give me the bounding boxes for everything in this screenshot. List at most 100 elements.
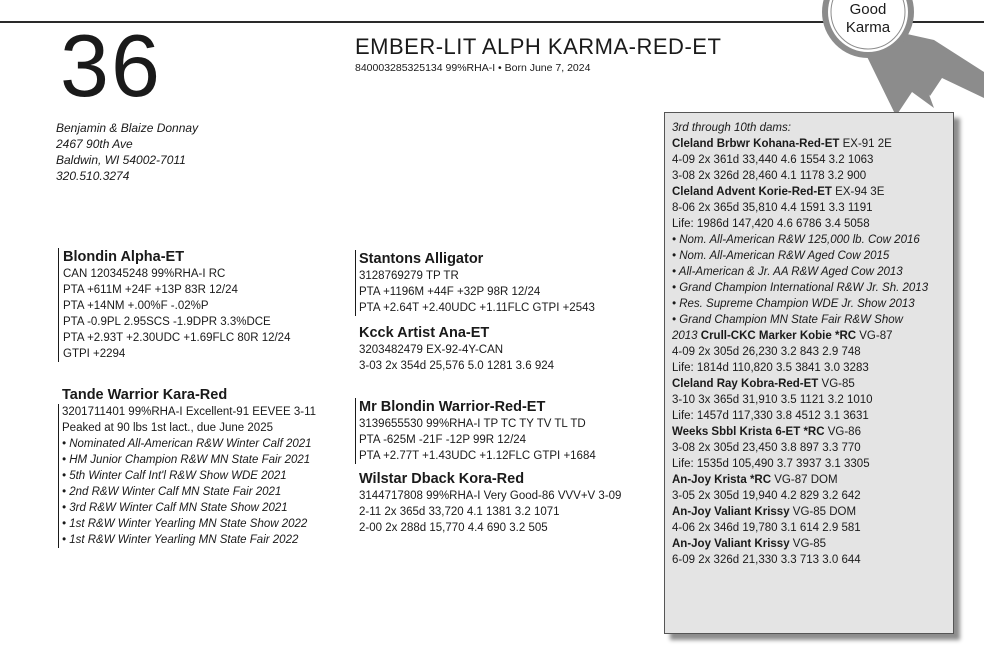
- honor-text: • Nom. All-American R&W Aged Cow 2015: [672, 250, 890, 262]
- dams-box-line: 3-08 2x 326d 28,460 4.1 1178 3.2 900: [672, 168, 953, 184]
- dams-box-line: • Grand Champion International R&W Jr. S…: [672, 280, 953, 296]
- record-text: 3-08 2x 305d 23,450 3.8 897 3.3 770: [672, 442, 861, 454]
- ancestor-name: An-Joy Valiant Krissy: [672, 538, 790, 550]
- owner-address-1: 2467 90th Ave: [56, 137, 133, 151]
- sire-line: PTA +2.93T +2.30UDC +1.69FLC 80R 12/24: [63, 332, 291, 344]
- record-text: 3-08 2x 326d 28,460 4.1 1178 3.2 900: [672, 170, 867, 182]
- award-ribbon: Good Karma: [784, 0, 984, 120]
- dams-box-line: Cleland Brbwr Kohana-Red-ET EX-91 2E: [672, 136, 953, 152]
- dams-box-heading: 3rd through 10th dams:: [672, 122, 791, 134]
- dams-box-lines: Cleland Brbwr Kohana-Red-ET EX-91 2E 4-09…: [672, 136, 953, 568]
- dams-box-line: 3-08 2x 305d 23,450 3.8 897 3.3 770: [672, 440, 953, 456]
- dam-line: Peaked at 90 lbs 1st lact., due June 202…: [62, 422, 273, 434]
- cow-name: EMBER-LIT ALPH KARMA-RED-ET: [355, 34, 722, 59]
- sire-line: CAN 120345248 99%RHA-I RC: [63, 268, 226, 280]
- dam-dam-block: Wilstar Dback Kora-Red 3144717808 99%RHA…: [355, 470, 621, 536]
- dams-box-line: 6-09 2x 326d 21,330 3.3 713 3.0 644: [672, 552, 953, 568]
- dams-box: 3rd through 10th dams: Cleland Brbwr Koh…: [664, 112, 954, 634]
- sire-sire-block: Stantons Alligator 3128769279 TP TR PTA …: [355, 250, 595, 316]
- dams-box-line: Weeks Sbbl Krista 6-ET *RC VG-86: [672, 424, 953, 440]
- sire-line: GTPI +2294: [63, 348, 126, 360]
- dam-block: Tande Warrior Kara-Red 3201711401 99%RHA…: [58, 386, 316, 548]
- owner-address-2: Baldwin, WI 54002-7011: [56, 153, 186, 167]
- dams-box-line: An-Joy Valiant Krissy VG-85: [672, 536, 953, 552]
- dam-dam-name: Wilstar Dback Kora-Red: [359, 471, 525, 487]
- dam-dam-line: 2-11 2x 365d 33,720 4.1 1381 3.2 1071: [359, 506, 560, 518]
- dam-honor: • HM Junior Champion R&W MN State Fair 2…: [62, 454, 311, 466]
- dam-dam-line: 3144717808 99%RHA-I Very Good-86 VVV+V 3…: [359, 490, 622, 502]
- dams-box-line: Life: 1535d 105,490 3.7 3937 3.1 3305: [672, 456, 953, 472]
- dam-sire-line: 3139655530 99%RHA-I TP TC TY TV TL TD: [359, 418, 586, 430]
- dams-box-line: • Nom. All-American R&W 125,000 lb. Cow …: [672, 232, 953, 248]
- record-text: VG-85 DOM: [789, 506, 857, 518]
- record-text: VG-85: [789, 538, 827, 550]
- sire-dam-line: 3-03 2x 354d 25,576 5.0 1281 3.6 924: [359, 360, 555, 372]
- dams-box-line: • Nom. All-American R&W Aged Cow 2015: [672, 248, 953, 264]
- honor-text: • Grand Champion MN State Fair R&W Show: [672, 314, 903, 326]
- dam-honor: • 2nd R&W Winter Calf MN State Fair 2021: [62, 486, 282, 498]
- honor-text: • All-American & Jr. AA R&W Aged Cow 201…: [672, 266, 903, 278]
- dams-box-line: • All-American & Jr. AA R&W Aged Cow 201…: [672, 264, 953, 280]
- dam-dam-line: 2-00 2x 288d 15,770 4.4 690 3.2 505: [359, 522, 548, 534]
- record-text: 8-06 2x 365d 35,810 4.4 1591 3.3 1191: [672, 202, 873, 214]
- record-text: Life: 1986d 147,420 4.6 6786 3.4 5058: [672, 218, 870, 230]
- cow-registration: 840003285325134 99%RHA-I • Born June 7, …: [355, 62, 591, 74]
- dam-honor: • 1st R&W Winter Yearling MN State Show …: [62, 518, 308, 530]
- record-text: 4-09 2x 361d 33,440 4.6 1554 3.2 1063: [672, 154, 874, 166]
- owner-names: Benjamin & Blaize Donnay: [56, 121, 199, 135]
- ancestor-name: Cleland Brbwr Kohana-Red-ET: [672, 138, 840, 150]
- dam-honor: • 5th Winter Calf Int'l R&W Show WDE 202…: [62, 470, 287, 482]
- record-text: VG-87 DOM: [771, 474, 838, 486]
- dam-sire-name: Mr Blondin Warrior-Red-ET: [359, 399, 546, 415]
- dam-sire-line: PTA +2.77T +1.43UDC +1.12FLC GTPI +1684: [359, 450, 596, 462]
- ancestor-name: Cleland Advent Korie-Red-ET: [672, 186, 832, 198]
- record-text: 3-05 2x 305d 19,940 4.2 829 3.2 642: [672, 490, 861, 502]
- honor-text: • Grand Champion International R&W Jr. S…: [672, 282, 929, 294]
- dams-box-line: • Res. Supreme Champion WDE Jr. Show 201…: [672, 296, 953, 312]
- dams-box-line: An-Joy Krista *RC VG-87 DOM: [672, 472, 953, 488]
- sire-dam-name: Kcck Artist Ana-ET: [359, 325, 490, 341]
- dams-box-line: 4-09 2x 305d 26,230 3.2 843 2.9 748: [672, 344, 953, 360]
- sire-sire-line: PTA +2.64T +2.40UDC +1.11FLC GTPI +2543: [359, 302, 595, 314]
- sire-name: Blondin Alpha-ET: [63, 249, 185, 265]
- dam-honor: • Nominated All-American R&W Winter Calf…: [62, 438, 312, 450]
- sire-line: PTA +14NM +.00%F -.02%P: [63, 300, 209, 312]
- sire-line: PTA -0.9PL 2.95SCS -1.9DPR 3.3%DCE: [63, 316, 271, 328]
- honor-text: • Nom. All-American R&W 125,000 lb. Cow …: [672, 234, 920, 246]
- record-text: VG-86: [824, 426, 861, 438]
- ribbon-line-1: Good: [850, 1, 887, 18]
- sire-dam-line: 3203482479 EX-92-4Y-CAN: [359, 344, 504, 356]
- record-text: Life: 1535d 105,490 3.7 3937 3.1 3305: [672, 458, 870, 470]
- dam-line: 3201711401 99%RHA-I Excellent-91 EEVEE 3…: [62, 406, 317, 418]
- honor-text: 2013: [672, 330, 701, 342]
- sire-dam-block: Kcck Artist Ana-ET 3203482479 EX-92-4Y-C…: [355, 324, 554, 374]
- record-text: EX-94 3E: [831, 186, 885, 198]
- top-rule: [0, 21, 984, 23]
- dam-honor: • 1st R&W Winter Yearling MN State Fair …: [62, 534, 299, 546]
- dams-box-line: Cleland Ray Kobra-Red-ET VG-85: [672, 376, 953, 392]
- dams-box-line: Life: 1457d 117,330 3.8 4512 3.1 3631: [672, 408, 953, 424]
- dam-sire-block: Mr Blondin Warrior-Red-ET 3139655530 99%…: [355, 398, 596, 464]
- dams-box-line: Life: 1986d 147,420 4.6 6786 3.4 5058: [672, 216, 953, 232]
- sire-block: Blondin Alpha-ET CAN 120345248 99%RHA-I …: [58, 248, 290, 362]
- record-text: 4-09 2x 305d 26,230 3.2 843 2.9 748: [672, 346, 861, 358]
- dams-box-line: Cleland Advent Korie-Red-ET EX-94 3E: [672, 184, 953, 200]
- dams-box-line: • Grand Champion MN State Fair R&W Show: [672, 312, 953, 328]
- ancestor-name: An-Joy Valiant Krissy: [672, 506, 790, 518]
- dams-box-line: 3-10 3x 365d 31,910 3.5 1121 3.2 1010: [672, 392, 953, 408]
- ancestor-name: Crull-CKC Marker Kobie *RC: [700, 330, 857, 342]
- ancestor-name: Cleland Ray Kobra-Red-ET: [672, 378, 819, 390]
- ribbon-line-2: Karma: [846, 19, 891, 36]
- record-text: 4-06 2x 346d 19,780 3.1 614 2.9 581: [672, 522, 861, 534]
- record-text: Life: 1457d 117,330 3.8 4512 3.1 3631: [672, 410, 869, 422]
- sire-sire-line: 3128769279 TP TR: [359, 270, 459, 282]
- dams-box-line: 4-09 2x 361d 33,440 4.6 1554 3.2 1063: [672, 152, 953, 168]
- record-text: EX-91 2E: [839, 138, 892, 150]
- sire-sire-name: Stantons Alligator: [359, 251, 484, 267]
- ancestor-name: An-Joy Krista *RC: [672, 474, 772, 486]
- dams-box-line: 2013 Crull-CKC Marker Kobie *RC VG-87: [672, 328, 953, 344]
- dams-box-line: Life: 1814d 110,820 3.5 3841 3.0 3283: [672, 360, 953, 376]
- dams-box-line: 3-05 2x 305d 19,940 4.2 829 3.2 642: [672, 488, 953, 504]
- dams-box-line: An-Joy Valiant Krissy VG-85 DOM: [672, 504, 953, 520]
- record-text: Life: 1814d 110,820 3.5 3841 3.0 3283: [672, 362, 869, 374]
